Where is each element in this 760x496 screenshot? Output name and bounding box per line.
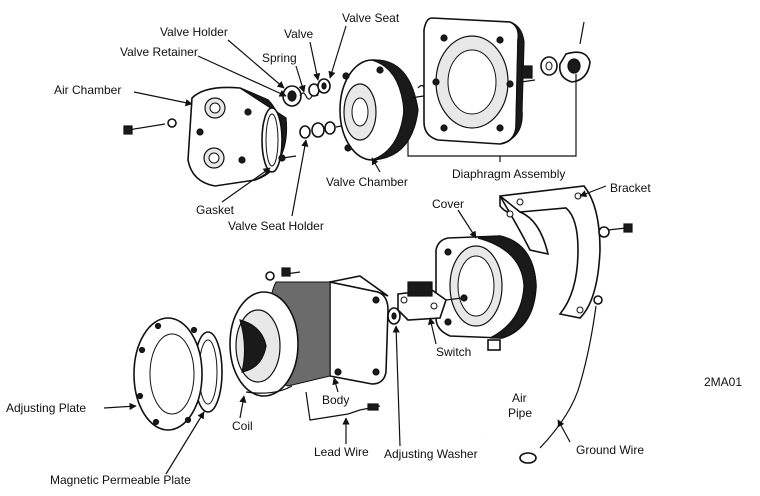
label-diaphragm-assembly: Diaphragm Assembly <box>452 167 565 181</box>
label-magnetic-permeable-plate: Magnetic Permeable Plate <box>50 473 191 487</box>
figure-code: 2MA01 <box>704 375 742 389</box>
adjusting-washer-part <box>387 307 401 325</box>
adjusting-plate-part <box>133 317 203 431</box>
coil-part <box>229 291 299 397</box>
label-lead-wire: Lead Wire <box>314 445 369 459</box>
air-chamber-part <box>187 86 288 187</box>
valve-chamber-part <box>339 59 419 161</box>
label-switch: Switch <box>436 345 471 359</box>
body-bolts <box>265 267 301 281</box>
label-air-pipe: Air Pipe <box>508 391 532 420</box>
label-cover: Cover <box>432 197 464 211</box>
label-ground-wire: Ground Wire <box>576 443 644 457</box>
small-screw <box>278 154 297 162</box>
bracket-bolt <box>598 223 633 238</box>
leader-lines <box>103 25 607 475</box>
label-valve: Valve <box>284 27 313 41</box>
label-adjusting-washer: Adjusting Washer <box>384 447 478 461</box>
label-gasket: Gasket <box>196 203 235 217</box>
diaphragm-end-parts <box>521 21 591 83</box>
cover-part <box>435 235 537 339</box>
ground-wire-part <box>519 295 603 464</box>
bracket-part <box>499 185 601 319</box>
label-air-chamber: Air Chamber <box>54 83 121 97</box>
air-pipe-part <box>483 339 501 435</box>
mounting-bolt-upper <box>123 118 177 135</box>
label-coil: Coil <box>232 419 253 433</box>
label-body: Body <box>322 393 349 407</box>
label-valve-chamber: Valve Chamber <box>326 175 408 189</box>
gasket-part <box>261 107 283 173</box>
label-valve-retainer: Valve Retainer <box>120 45 198 59</box>
label-valve-seat: Valve Seat <box>342 11 400 25</box>
diaphragm-label-bracket <box>407 74 577 162</box>
label-valve-holder: Valve Holder <box>160 25 228 39</box>
label-spring: Spring <box>262 51 297 65</box>
diaphragm-plate <box>423 17 525 145</box>
lead-wire-part <box>305 391 381 421</box>
label-adjusting-plate: Adjusting Plate <box>6 401 86 415</box>
valve-part <box>308 78 331 97</box>
label-valve-seat-holder: Valve Seat Holder <box>228 219 324 233</box>
label-bracket: Bracket <box>610 181 651 195</box>
valve-seat-holder-part <box>299 121 353 139</box>
